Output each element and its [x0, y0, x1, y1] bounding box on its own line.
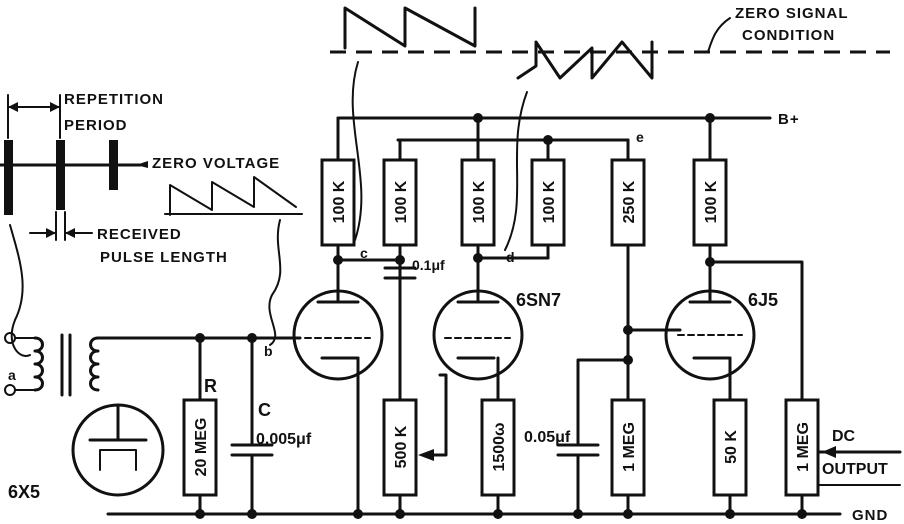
- resistor-50k-label: 50 K: [723, 430, 740, 464]
- capacitor-005-label: 0.05μf: [524, 429, 571, 446]
- received-label-line2: PULSE LENGTH: [100, 249, 228, 266]
- c-label: C: [258, 400, 271, 420]
- resistor-100k-3-label: 100 K: [471, 180, 488, 223]
- resistor-1500-label: 1500ω: [491, 422, 508, 471]
- resistor-1meg-b-label: 1 MEG: [795, 422, 812, 472]
- resistor-20meg-label: 20 MEG: [193, 418, 210, 477]
- node-b-label: b: [264, 343, 273, 359]
- resistor-100k-6-label: 100 K: [703, 180, 720, 223]
- zero-voltage-label: ZERO VOLTAGE: [152, 155, 280, 172]
- zero-signal-label-line2: CONDITION: [742, 27, 835, 44]
- bplus-label: B+: [778, 111, 800, 128]
- resistor-1meg-a-label: 1 MEG: [621, 422, 638, 472]
- resistor-100k-1: [320, 158, 356, 247]
- resistor-50k: [712, 398, 748, 497]
- gnd-label: GND: [852, 507, 888, 524]
- tube-6sn7-right: [432, 289, 524, 402]
- repetition-period-label: REPETITION PERIOD: [64, 91, 164, 134]
- tube-6sn7-label: 6SN7: [516, 290, 561, 310]
- resistor-500k-label: 500 K: [393, 425, 410, 468]
- resistor-500k: [382, 398, 418, 497]
- resistor-100k-1-label: 100 K: [331, 180, 348, 223]
- resistor-100k-4-label: 100 K: [541, 180, 558, 223]
- node-c-label: c: [360, 245, 368, 261]
- coupling-cap-label: 0.1μf: [412, 257, 445, 273]
- tube-6sn7-left: [292, 289, 384, 516]
- sawtooth-waveform-d: [516, 40, 654, 80]
- sawtooth-waveform-small: [169, 176, 297, 216]
- resistor-100k-2-label: 100 K: [393, 180, 410, 223]
- tube-6j5: [664, 289, 756, 402]
- transformer: [4, 332, 202, 397]
- resistor-100k-6: [692, 158, 728, 247]
- received-label-line1: RECEIVED: [97, 226, 182, 243]
- node-d-label: d: [506, 249, 515, 265]
- node-e-label: e: [636, 129, 644, 145]
- zero-signal-label-line1: ZERO SIGNAL: [735, 5, 849, 22]
- repetition-label-line1: REPETITION: [64, 91, 164, 108]
- resistor-250k: [610, 158, 646, 247]
- tube-6x5: [71, 403, 165, 497]
- dc-output-label-line2: OUTPUT: [822, 461, 888, 478]
- dc-output-label-line1: DC: [832, 428, 856, 445]
- tube-6j5-label: 6J5: [748, 290, 778, 310]
- node-a-label: a: [8, 367, 16, 383]
- tube-6x5-label: 6X5: [8, 482, 40, 502]
- resistor-100k-2: [382, 158, 418, 247]
- pulse-train: [0, 94, 148, 241]
- capacitor-0005-label: 0.005μf: [256, 431, 312, 448]
- resistor-100k-4: [530, 158, 566, 247]
- sawtooth-waveform-c: [343, 6, 477, 50]
- resistor-250k-label: 250 K: [621, 180, 638, 223]
- r-label: R: [204, 376, 217, 396]
- repetition-label-line2: PERIOD: [64, 117, 128, 134]
